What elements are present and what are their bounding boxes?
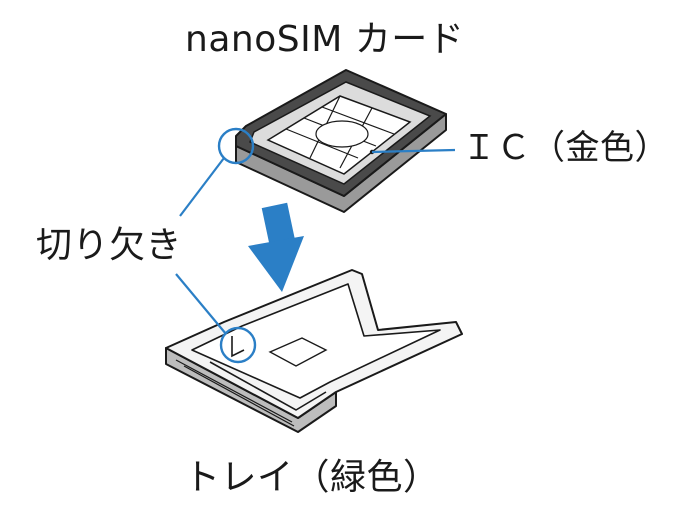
sim-tray	[165, 269, 463, 433]
tray-green-label: トレイ（緑色）	[184, 457, 440, 498]
ic-callout-line	[371, 148, 456, 154]
nanosim-card	[235, 69, 447, 213]
tray-notch-circle	[219, 326, 257, 364]
notch-label: 切り欠き	[36, 225, 183, 266]
ic-gold-label: ＩＣ（金色）	[462, 128, 669, 168]
down-arrow-icon	[248, 202, 304, 292]
nanosim-card-label: nanoSIM カード	[185, 19, 465, 60]
ic-chip	[266, 95, 412, 175]
tray-grip-lines	[175, 359, 295, 427]
tray-pocket-wall	[209, 361, 327, 411]
notch-callout-line-lower	[175, 273, 227, 335]
card-notch-circle	[217, 127, 255, 165]
tray-window	[268, 337, 328, 367]
notch-callout-line-upper	[179, 157, 225, 217]
arrow-head	[248, 236, 304, 292]
tray-notch-guide	[231, 336, 245, 358]
ic-chip-center	[315, 120, 369, 148]
tray-pocket	[191, 283, 441, 399]
